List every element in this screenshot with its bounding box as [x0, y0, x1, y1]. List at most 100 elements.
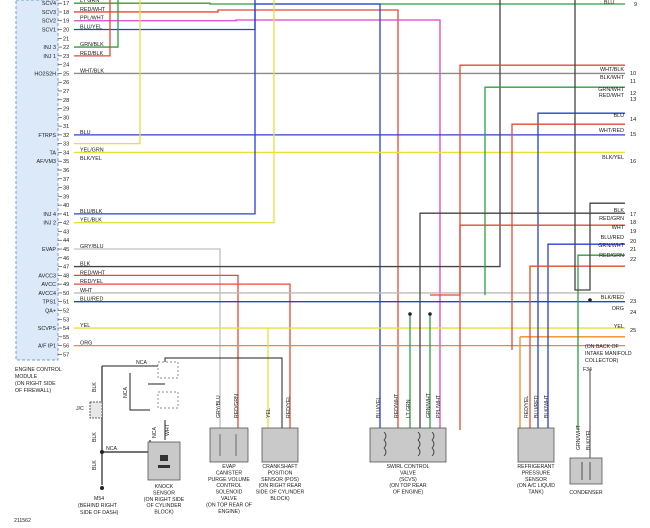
ground-caption-1: (BEHIND RIGHT	[78, 503, 118, 509]
component-wire-label: BLK/YEL	[586, 429, 592, 450]
condenser-note-1: (ON BACK OF	[585, 344, 619, 350]
right-pin-wire: YEL	[614, 324, 624, 330]
wire	[74, 0, 141, 145]
ecm-pin-number: 25	[63, 71, 69, 77]
ecm-box	[15, 0, 59, 361]
splice-dot	[408, 312, 412, 316]
ecm-wire-color-label: LT GRN	[80, 0, 99, 4]
component-wire-label: BLK/WHT	[544, 394, 550, 418]
ecm-pin-number: 40	[63, 203, 69, 209]
component-caption-line: (ON A/C LIQUID	[517, 483, 555, 489]
wire	[74, 2, 625, 5]
ecm-wire-color-label: RED/WHT	[80, 7, 106, 13]
wire	[74, 9, 399, 430]
ecm-pin-number: 17	[63, 1, 69, 7]
component-caption-line: CONTROL	[216, 483, 241, 489]
ecm-wire-color-label: BLK/YEL	[80, 156, 102, 162]
ecm-pin-number: 41	[63, 212, 69, 218]
ecm-wire-color-label: BLU/BLK	[80, 209, 103, 215]
right-pin-number: 12	[630, 91, 636, 97]
right-connector-pins: 10WHT/BLK11BLK/WHT12GRN/WHT13RED/WHT14BL…	[598, 67, 636, 334]
component-caption-line: (SCVS)	[399, 477, 417, 483]
wire	[511, 123, 625, 350]
component-wire-label: GRN/WHT	[426, 392, 432, 418]
ecm-pin-number: 57	[63, 352, 69, 358]
wire-layer	[74, 0, 625, 458]
ecm-signal-name: AVCC4	[38, 291, 56, 297]
right-pin-wire: GRN/WHT	[598, 243, 624, 249]
component-wire-label: BLU/RED	[534, 395, 540, 418]
right-pin-number: 18	[630, 220, 636, 226]
wire	[74, 0, 119, 48]
wire	[574, 0, 625, 291]
ecm-pin-number: 24	[63, 63, 69, 69]
ecm-pin-number: 22	[63, 45, 69, 51]
right-pin-number: 20	[630, 239, 636, 245]
component-caption-line: SENSOR (POS)	[261, 477, 299, 483]
ecm-wire-color-label: YEL	[80, 323, 90, 329]
component-caption-line: VALVE	[400, 470, 416, 476]
right-pin-wire: BLU	[614, 113, 625, 119]
component-caption-line: CRANKSHAFT	[262, 464, 298, 470]
ecm-pin-number: 48	[63, 273, 69, 279]
splice-dot	[428, 312, 432, 316]
wire-label-nca-4: NCA	[106, 446, 117, 452]
ecm-signal-name: SCV3	[42, 10, 56, 16]
component-wire-label: RED/WHT	[394, 393, 400, 418]
component-caption-line: SOLENOID	[216, 490, 243, 496]
condenser-connector-label: F34	[583, 367, 592, 373]
right-pin-wire: RED/WHT	[599, 93, 625, 99]
ecm-signal-name: EVAP	[42, 247, 56, 253]
right-pin-wire: RED/GRN	[599, 216, 624, 222]
ecm-wire-color-label: GRN/BLK	[80, 42, 104, 48]
right-pin-wire: BLU/RED	[601, 235, 624, 241]
right-pin-number: 24	[630, 310, 636, 316]
ecm-pin-number: 37	[63, 177, 69, 183]
ground-caption-2: SIDE OF DASH)	[80, 510, 119, 516]
component-wire-label: LT GRN	[406, 399, 412, 418]
component-wire-label: PPL/WHT	[436, 394, 442, 418]
right-pin-number: 23	[630, 299, 636, 305]
wire	[419, 212, 625, 430]
component-caption-line: (ON TOP REAR	[389, 483, 426, 489]
component-caption-line: ENGINE)	[218, 509, 240, 515]
component-caption-line: (ON RIGHT SIDE	[144, 497, 185, 503]
right-pin-number: 14	[630, 117, 636, 123]
ecm-pin-number: 51	[63, 300, 69, 306]
wire	[74, 274, 239, 430]
component-caption-line: (ON RIGHT REAR	[259, 483, 302, 489]
wire	[74, 19, 441, 430]
shield-connector-bottom	[157, 391, 179, 409]
right-pin-number: 16	[630, 159, 636, 165]
ecm-wire-color-label: ORG	[80, 341, 92, 347]
ecm-wire-color-label: BLU	[80, 130, 91, 136]
ecm-signal-name: INJ 3	[43, 45, 56, 51]
ecm-pin-number: 47	[63, 265, 69, 271]
wire	[529, 265, 625, 430]
ecm-wire-color-label: BLU/RED	[80, 297, 103, 303]
ecm-signal-name: FTRPS	[38, 133, 56, 139]
right-pin-number: 15	[630, 132, 636, 138]
wire	[74, 0, 275, 224]
wire	[484, 86, 625, 295]
component-caption-line: KNOCK	[155, 484, 174, 490]
right-pin-number: 25	[630, 328, 636, 334]
ecm-wire-color-label: RED/BLK	[80, 51, 103, 57]
ground-label: M54	[94, 496, 104, 502]
condenser-body	[569, 457, 603, 485]
ecm-wire-color-label: WHT/BLK	[80, 68, 104, 74]
component-caption-line: PRESSURE	[522, 470, 551, 476]
wire-label-blk-3: BLK	[92, 460, 98, 470]
ecm-wire-color-label: PPL/WHT	[80, 16, 105, 22]
right-pin-wire: RED/GRN	[599, 253, 624, 259]
wire	[459, 224, 625, 430]
right-pin-wire: BLK	[614, 208, 625, 214]
right-top-pin: 9	[634, 2, 637, 8]
component-wire-label: GRN/WHT	[576, 424, 582, 450]
splice-dot	[588, 298, 592, 302]
ecm-pin-number: 39	[63, 194, 69, 200]
ecm-pin-number: 20	[63, 28, 69, 34]
ecm-pin-number: 43	[63, 229, 69, 235]
component-caption-line: OF ENGINE)	[393, 490, 424, 496]
